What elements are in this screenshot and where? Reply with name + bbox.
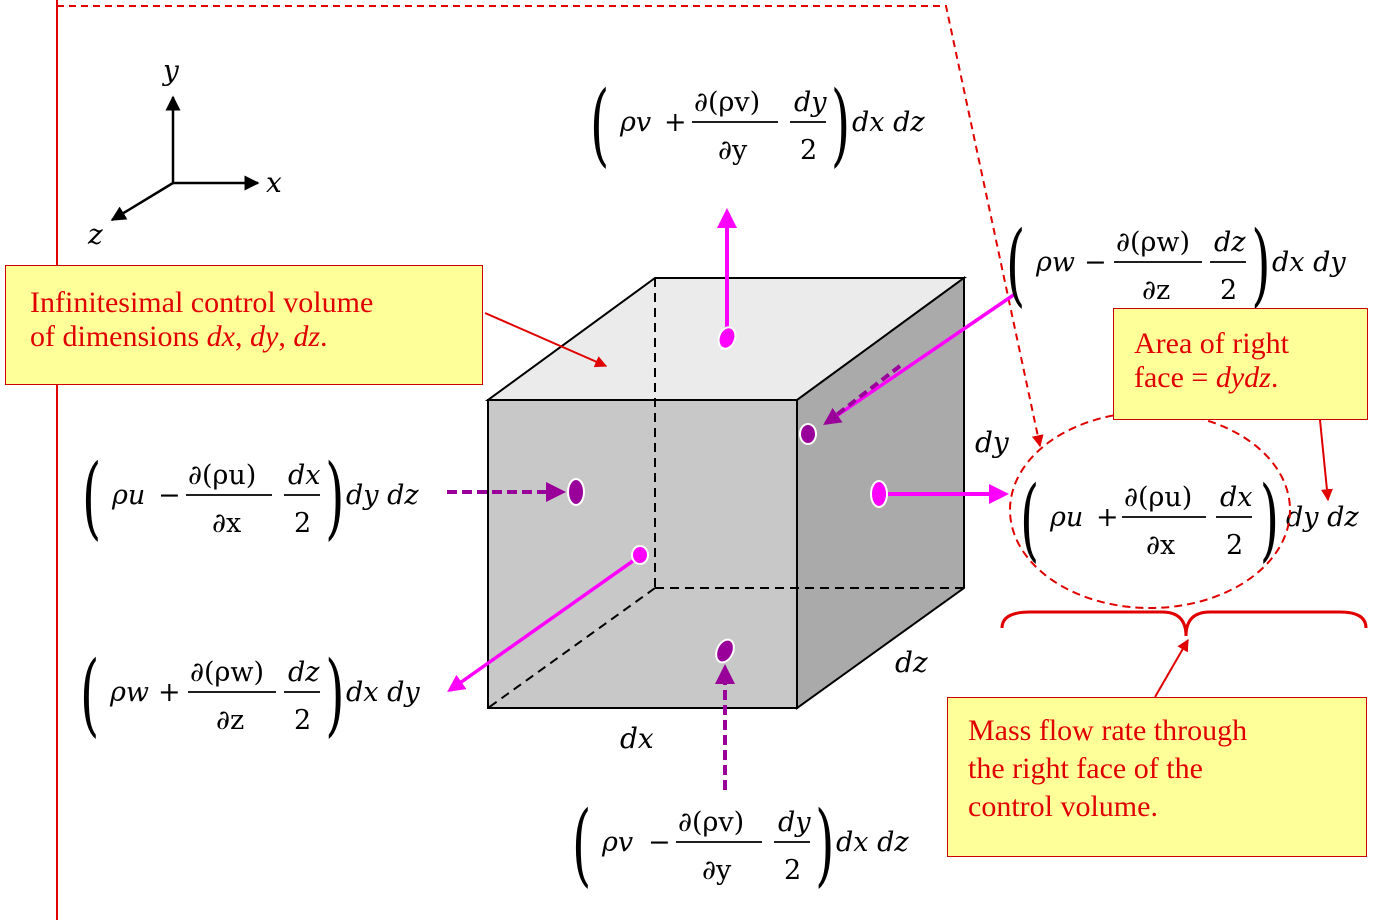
leader-mass-flow: [1154, 638, 1189, 698]
svg-text:∂z: ∂z: [216, 705, 244, 736]
svg-text:dz: dz: [288, 657, 320, 688]
axis-triad: y x z: [87, 54, 282, 251]
svg-text:(: (: [1006, 213, 1025, 317]
svg-text:): ): [815, 793, 834, 897]
svg-text:∂x: ∂x: [1146, 530, 1175, 561]
svg-text:−: −: [648, 827, 671, 858]
flux-term-top: ( ρv + ∂(ρv) ∂y dy 2 ) dx dz: [590, 73, 925, 177]
leader-control-volume: [484, 312, 608, 368]
svg-text:2: 2: [800, 135, 817, 166]
svg-text:ρu: ρu: [1049, 502, 1083, 533]
flux-term-bottom: ( ρv − ∂(ρv) ∂y dy 2 ) dx dz: [572, 793, 909, 897]
svg-text:2: 2: [1226, 530, 1243, 561]
svg-text:+: +: [664, 107, 687, 138]
svg-text:): ): [831, 73, 850, 177]
svg-text:(: (: [80, 643, 99, 747]
svg-text:): ): [325, 446, 344, 550]
svg-text:∂(ρv): ∂(ρv): [678, 807, 744, 838]
arrow-back-in: [823, 292, 1016, 425]
svg-text:(: (: [572, 793, 591, 897]
dot-front: [631, 545, 649, 565]
callout-mass-flow: Mass flow rate through the right face of…: [947, 697, 1367, 857]
svg-text:2: 2: [1220, 275, 1237, 306]
svg-text:dx dy: dx dy: [346, 677, 420, 708]
cube-hidden-edges: [487, 278, 964, 709]
svg-text:dx dz: dx dz: [836, 827, 909, 858]
svg-text:∂(ρu): ∂(ρu): [1124, 482, 1192, 513]
svg-text:2: 2: [294, 508, 311, 539]
svg-text:dy: dy: [794, 87, 827, 118]
dimension-label-dz: dz: [895, 646, 928, 679]
svg-text:∂z: ∂z: [1142, 275, 1170, 306]
svg-text:dx dz: dx dz: [852, 107, 925, 138]
svg-text:∂y: ∂y: [702, 855, 732, 886]
svg-text:2: 2: [294, 705, 311, 736]
dot-bottom: [715, 638, 735, 664]
callout-mass-flow-line3: control volume.: [968, 790, 1158, 823]
axis-label-z: z: [87, 218, 103, 251]
svg-text:∂(ρw): ∂(ρw): [190, 657, 264, 688]
dot-right: [870, 480, 888, 508]
flux-term-left: ( ρu − ∂(ρu) ∂x dx 2 ) dy dz: [82, 446, 419, 550]
svg-text:dy dz: dy dz: [346, 480, 419, 511]
svg-text:dz: dz: [1214, 227, 1246, 258]
svg-text:∂(ρu): ∂(ρu): [188, 460, 256, 491]
svg-text:ρv: ρv: [619, 107, 651, 138]
svg-text:ρv: ρv: [601, 827, 633, 858]
flux-term-back: ( ρw − ∂(ρw) ∂z dz 2 ) dx dy: [1006, 213, 1346, 317]
svg-text:(: (: [590, 73, 609, 177]
svg-text:ρu: ρu: [111, 480, 145, 511]
svg-text:dy: dy: [778, 807, 811, 838]
svg-text:): ): [1251, 213, 1270, 317]
callout-area: Area of right face = dydz.: [1113, 308, 1368, 420]
svg-text:(: (: [82, 446, 101, 550]
dimension-label-dx: dx: [620, 722, 654, 755]
svg-text:dx dy: dx dy: [1272, 247, 1346, 278]
svg-text:∂y: ∂y: [718, 135, 748, 166]
svg-text:+: +: [1096, 502, 1119, 533]
svg-text:+: +: [158, 677, 181, 708]
flux-arrows: [447, 208, 1016, 790]
svg-text:dx: dx: [1220, 482, 1253, 513]
svg-text:∂(ρw): ∂(ρw): [1116, 227, 1190, 258]
dimension-label-dy: dy: [975, 426, 1010, 459]
axis-label-y: y: [161, 54, 180, 87]
svg-text:(: (: [1020, 468, 1039, 572]
svg-text:dx: dx: [288, 460, 321, 491]
callout-mass-flow-line1: Mass flow rate through: [968, 714, 1248, 747]
callout-control-volume: Infinitesimal control volume of dimensio…: [5, 265, 483, 385]
svg-text:∂x: ∂x: [212, 508, 241, 539]
callout-area-line2: face = dydz.: [1134, 361, 1279, 394]
curly-brace: [1000, 610, 1368, 637]
callout-control-volume-line1: Infinitesimal control volume: [30, 286, 374, 319]
svg-text:−: −: [158, 480, 181, 511]
svg-text:ρw: ρw: [1035, 247, 1075, 278]
svg-text:ρw: ρw: [109, 677, 149, 708]
callout-control-volume-line2: of dimensions dx, dy, dz.: [30, 320, 328, 353]
arrow-front-out: [447, 554, 642, 693]
svg-text:dy dz: dy dz: [1286, 502, 1359, 533]
callout-mass-flow-line2: the right face of the: [968, 752, 1203, 785]
svg-text:∂(ρv): ∂(ρv): [694, 87, 760, 118]
dot-top: [717, 326, 737, 350]
dot-back: [799, 423, 817, 445]
flux-term-front: ( ρw + ∂(ρw) ∂z dz 2 ) dx dy: [80, 643, 420, 747]
dot-left: [567, 478, 585, 506]
svg-text:): ): [1260, 468, 1279, 572]
svg-text:−: −: [1084, 247, 1107, 278]
flux-term-right: ( ρu + ∂(ρu) ∂x dx 2 ) dy dz: [1020, 468, 1359, 572]
leader-area: [1319, 419, 1333, 502]
svg-text:2: 2: [784, 855, 801, 886]
callout-area-line1: Area of right: [1134, 327, 1289, 360]
svg-text:): ): [325, 643, 344, 747]
axis-label-x: x: [266, 166, 282, 199]
